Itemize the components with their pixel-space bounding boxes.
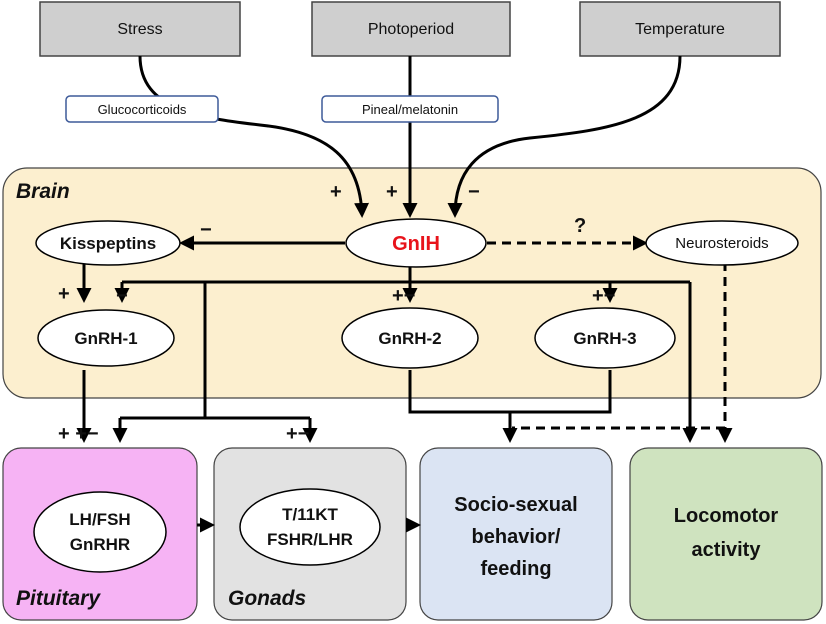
pituitary-line2: GnRHR xyxy=(70,535,130,554)
gnrh1-plus-sign: + xyxy=(58,283,70,305)
neurosteroids-node xyxy=(645,220,799,266)
stress-box xyxy=(39,1,241,57)
locomotor-line1: Locomotor xyxy=(674,505,779,527)
pituitary-label: Pituitary xyxy=(16,587,101,610)
kisspeptins-sign: − xyxy=(200,219,212,241)
temperature-label: Temperature xyxy=(635,21,725,38)
gnrh2-sign: +− xyxy=(392,285,415,307)
gnrh1-label: GnRH-1 xyxy=(74,329,137,348)
gonads-line1: T/11KT xyxy=(282,505,338,524)
kisspeptins-node xyxy=(35,220,181,266)
stress-to-gnih-arrow xyxy=(138,55,370,218)
gnrh2-behavior-line xyxy=(408,370,510,414)
behavior-line1: Socio-sexual xyxy=(454,494,577,516)
pituitary-line1: LH/FSH xyxy=(69,510,130,529)
gnrh2-node xyxy=(341,307,479,369)
gonads-label: Gonads xyxy=(228,587,306,610)
temperature-sign: − xyxy=(468,181,480,203)
photoperiod-box xyxy=(311,1,511,57)
gonads-signs: +− xyxy=(286,423,309,445)
behavior-line3: feeding xyxy=(480,558,551,580)
glucocorticoids-label: Glucocorticoids xyxy=(98,102,187,117)
temperature-to-gnih-arrow xyxy=(447,55,682,218)
pituitary-hormones-node xyxy=(33,491,167,573)
gonads-hormones-node xyxy=(239,488,381,566)
gnih-label: GnIH xyxy=(392,233,440,255)
locomotor-line2: activity xyxy=(692,539,762,561)
stress-label: Stress xyxy=(117,21,162,38)
photoperiod-label: Photoperiod xyxy=(368,21,454,38)
stress-sign: + xyxy=(330,181,342,203)
gnrh2-label: GnRH-2 xyxy=(378,329,441,348)
pineal-label: Pineal/melatonin xyxy=(362,102,458,117)
gonads-line2: FSHR/LHR xyxy=(267,530,353,549)
glucocorticoids-box xyxy=(65,95,219,123)
gnrh1-minus-sign: − xyxy=(116,285,128,307)
pituitary-signs: + +− xyxy=(58,423,99,445)
pineal-box xyxy=(321,95,499,123)
locomotor-box xyxy=(629,447,823,621)
gnrh3-label: GnRH-3 xyxy=(573,329,636,348)
gnih-node xyxy=(345,218,487,268)
gnrh1-node xyxy=(37,309,175,367)
behavior-box xyxy=(419,447,613,621)
temperature-box xyxy=(579,1,781,57)
question-mark: ? xyxy=(574,215,586,237)
gnrh3-behavior-line xyxy=(510,370,612,414)
brain-label: Brain xyxy=(16,180,70,203)
neurosteroids-label: Neurosteroids xyxy=(675,235,768,252)
gnrh3-sign: +− xyxy=(592,285,615,307)
gnrh3-node xyxy=(534,307,676,369)
kisspeptins-label: Kisspeptins xyxy=(60,234,156,253)
behavior-line2: behavior/ xyxy=(472,526,561,548)
photoperiod-sign: + xyxy=(386,181,398,203)
